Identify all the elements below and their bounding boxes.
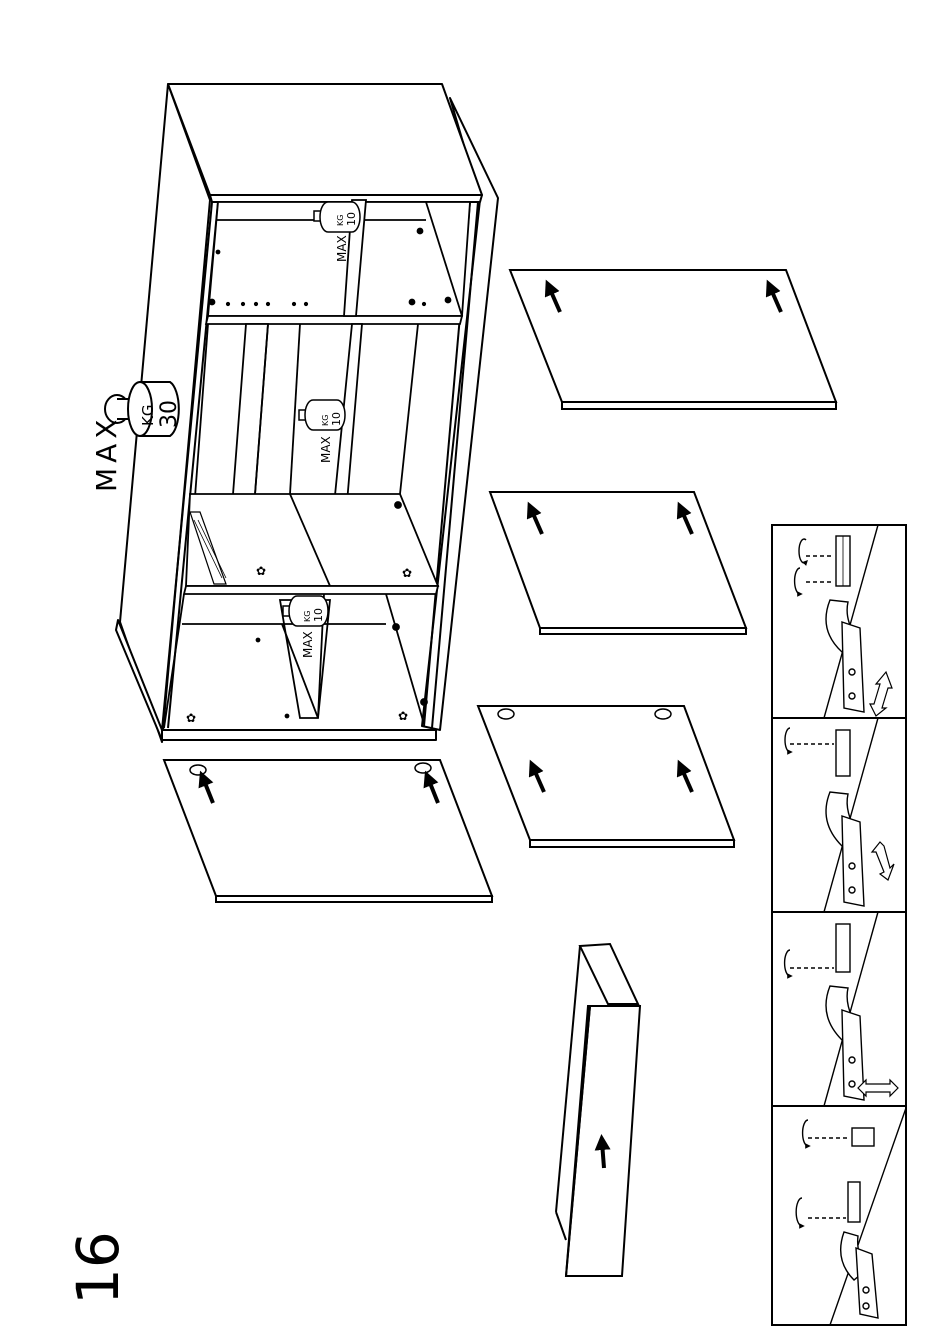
hinge-icon xyxy=(836,924,850,972)
arrow-icon xyxy=(602,1142,604,1168)
shelf-kg-value: 10 xyxy=(330,412,343,426)
hinge-instructions xyxy=(772,525,906,1325)
rotate-icon xyxy=(799,539,806,563)
door-panel-middle-right xyxy=(490,492,746,634)
cabinet-kg-label: KG xyxy=(139,405,157,426)
shelf-max-label: MAX xyxy=(319,436,333,463)
shelf-kg-label: KG xyxy=(303,611,312,622)
shelf-kg-label: KG xyxy=(321,415,330,426)
hinge-icon xyxy=(836,730,850,776)
door-panel-lower-right xyxy=(478,706,734,847)
svg-text:✿: ✿ xyxy=(256,564,266,578)
rotate-icon xyxy=(803,1120,808,1146)
hinge-icon xyxy=(848,1182,860,1222)
hinge-icon xyxy=(852,1128,874,1146)
rotate-icon xyxy=(785,728,790,752)
door-panel-bottom-left xyxy=(164,760,492,902)
rotate-icon xyxy=(795,568,800,594)
shelf-kg-label: KG xyxy=(336,215,345,226)
svg-text:✿: ✿ xyxy=(402,566,412,580)
middle-compartment: ✿ ✿ xyxy=(184,324,438,594)
door-panel-top-right xyxy=(510,270,836,409)
rotate-icon xyxy=(785,950,790,976)
shelf-kg-value: 10 xyxy=(312,608,325,622)
drawer xyxy=(556,944,640,1276)
shelf-max-label: MAX xyxy=(335,235,349,262)
svg-text:✿: ✿ xyxy=(398,709,408,723)
svg-text:✿: ✿ xyxy=(186,711,196,725)
shelf-kg-value: 10 xyxy=(345,212,358,226)
shelf-max-load-middle: MAX KG 10 xyxy=(299,400,345,463)
cabinet-kg-value: 30 xyxy=(157,400,182,428)
step-number: 16 xyxy=(64,1231,132,1305)
shelf-max-label: MAX xyxy=(301,631,315,658)
cabinet-max-label: MAX xyxy=(90,415,123,493)
